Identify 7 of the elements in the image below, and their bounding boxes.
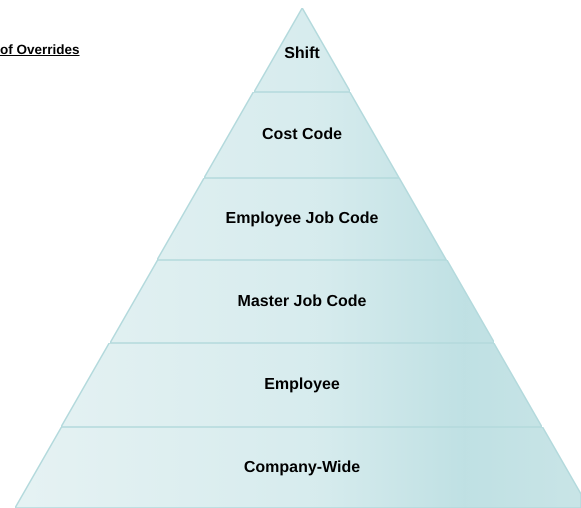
layer-label: Shift <box>284 45 320 64</box>
heading: of Overrides <box>0 42 80 57</box>
layer-label: Cost Code <box>262 126 342 144</box>
layer-label: Master Job Code <box>238 292 366 310</box>
layer-label: Employee <box>264 376 340 394</box>
layer-label: Employee Job Code <box>226 210 378 228</box>
layer-label: Company-Wide <box>244 458 360 476</box>
